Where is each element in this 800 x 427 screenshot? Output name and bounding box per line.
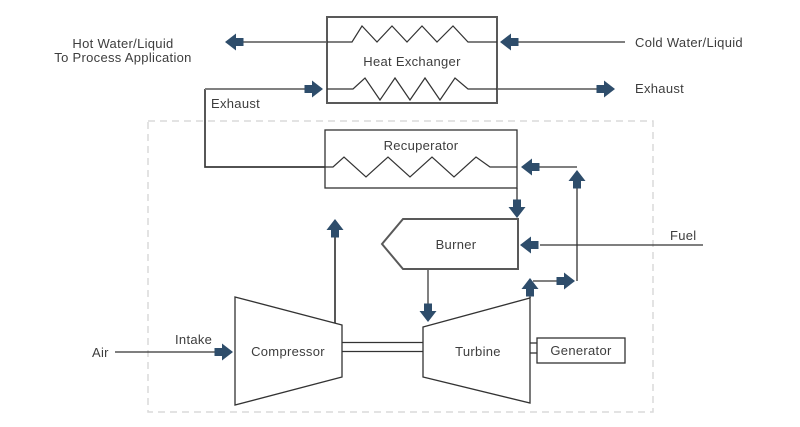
recuperator-label: Recuperator bbox=[384, 138, 459, 153]
intake-label: Intake bbox=[175, 332, 212, 347]
fuel-arrow bbox=[520, 236, 539, 254]
generator-box bbox=[536, 337, 626, 364]
riser-up-arrow bbox=[568, 170, 586, 189]
labels: Hot Water/Liquid To Process Application … bbox=[54, 35, 743, 360]
air-intake-arrow bbox=[214, 343, 233, 361]
burner-label: Burner bbox=[436, 237, 477, 252]
exhaust-into-hx-arrow bbox=[304, 80, 323, 98]
burner-shape bbox=[380, 218, 519, 270]
recuperator-coil bbox=[325, 156, 517, 178]
heat-exchanger-label: Heat Exchanger bbox=[363, 54, 461, 69]
recuperator-to-burner-arrow bbox=[508, 199, 526, 218]
hot-water-label-line1: Hot Water/Liquid bbox=[72, 36, 173, 51]
turbine-shape bbox=[422, 297, 531, 404]
cold-water-arrow bbox=[500, 33, 519, 51]
hot-water-arrow bbox=[225, 33, 244, 51]
turbine-exit-right-arrow bbox=[556, 272, 575, 290]
compressor-discharge-arrow bbox=[326, 219, 344, 238]
shaft-lines bbox=[342, 341, 537, 354]
microturbine-package-boundary bbox=[147, 120, 654, 413]
recuperator-box bbox=[324, 129, 518, 189]
hx-exhaust-coil bbox=[327, 76, 497, 102]
generator-label: Generator bbox=[550, 343, 612, 358]
riser-into-recuperator-arrow bbox=[521, 158, 540, 176]
turbine-label: Turbine bbox=[455, 344, 501, 359]
exhaust-out-arrow bbox=[596, 80, 615, 98]
hot-water-label-line2: To Process Application bbox=[54, 50, 191, 65]
fuel-label: Fuel bbox=[670, 228, 697, 243]
burner-to-turbine-arrow bbox=[419, 303, 437, 322]
exhaust-out-label: Exhaust bbox=[635, 81, 684, 96]
cold-water-label: Cold Water/Liquid bbox=[635, 35, 743, 50]
coils bbox=[325, 25, 517, 178]
compressor-label: Compressor bbox=[251, 344, 325, 359]
compressor-shape bbox=[234, 296, 343, 406]
exhaust-stack-line bbox=[204, 89, 333, 168]
air-label: Air bbox=[92, 345, 109, 360]
hx-hot-water-coil bbox=[327, 25, 497, 43]
exhaust-stack-label: Exhaust bbox=[211, 96, 260, 111]
